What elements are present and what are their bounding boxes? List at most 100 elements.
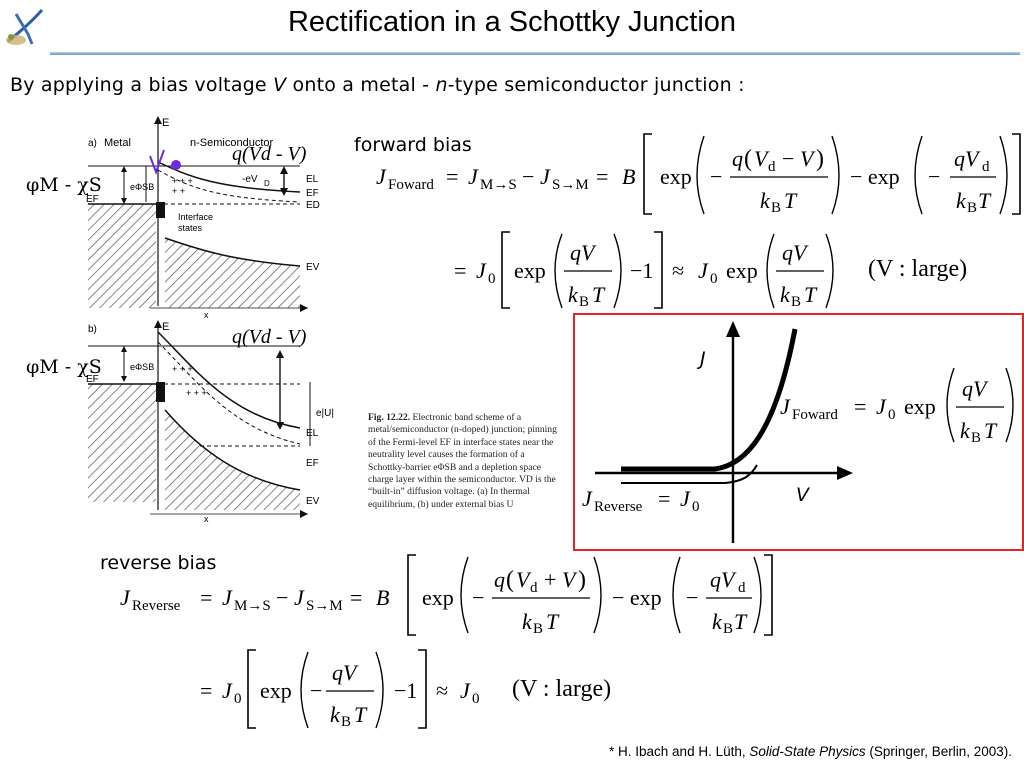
svg-text:+ +: + + xyxy=(172,186,185,196)
svg-text:(: ( xyxy=(506,567,514,593)
svg-text:0: 0 xyxy=(692,499,700,515)
svg-text:V: V xyxy=(516,567,532,592)
svg-text:exp: exp xyxy=(726,258,758,283)
svg-text:Interface: Interface xyxy=(178,212,213,222)
svg-text:E: E xyxy=(162,321,169,333)
svg-text:e|U|: e|U| xyxy=(316,408,334,419)
svg-text:T: T xyxy=(804,282,818,307)
svg-text:exp: exp xyxy=(514,258,546,283)
forward-condition: (V : large) xyxy=(868,256,968,282)
svg-text:k: k xyxy=(568,282,579,307)
svg-text:S→M: S→M xyxy=(306,598,343,614)
svg-text:eΦSB: eΦSB xyxy=(130,182,154,192)
svg-text:Reverse: Reverse xyxy=(594,499,643,515)
svg-text:−: − xyxy=(472,585,484,610)
svg-text:EV: EV xyxy=(306,496,320,507)
svg-text:−1: −1 xyxy=(630,258,653,283)
svg-text:EF: EF xyxy=(86,374,99,385)
svg-text:0: 0 xyxy=(472,691,480,707)
svg-text:J: J xyxy=(222,678,233,703)
reverse-bias-label: reverse bias xyxy=(100,552,217,574)
panel-b-phi-label: φM - χS xyxy=(26,356,102,378)
svg-text:0: 0 xyxy=(710,271,718,287)
panel-a-semi: n-Semiconductor xyxy=(190,137,273,149)
svg-text:x: x xyxy=(204,514,209,524)
svg-text:E: E xyxy=(162,117,169,129)
svg-text:J: J xyxy=(476,258,487,283)
svg-text:eΦSB: eΦSB xyxy=(130,362,154,372)
svg-text:−1: −1 xyxy=(394,678,417,703)
svg-text:=: = xyxy=(854,394,866,419)
svg-text:T: T xyxy=(984,418,998,443)
reverse-equation-1: J Reverse = J M→S − J S→M = B exp − q ( … xyxy=(116,553,776,642)
svg-text:−: − xyxy=(686,585,698,610)
svg-text:T: T xyxy=(546,609,560,634)
logo xyxy=(2,4,52,50)
svg-text:J: J xyxy=(876,394,887,419)
svg-text:−: − xyxy=(710,164,722,189)
svg-text:J: J xyxy=(582,486,593,511)
svg-text:k: k xyxy=(956,188,967,213)
title-underline xyxy=(50,52,1020,55)
slide-title: Rectification in a Schottky Junction xyxy=(287,6,737,38)
svg-text:x: x xyxy=(204,310,209,320)
svg-text:V: V xyxy=(562,567,578,592)
svg-text:J: J xyxy=(222,585,233,610)
svg-text:d: d xyxy=(738,580,746,596)
svg-text:qV: qV xyxy=(332,660,359,685)
svg-text:−: − xyxy=(928,164,940,189)
svg-text:qV: qV xyxy=(782,240,809,265)
reverse-equation-2: = J 0 exp − qV k B T −1 ≈ J 0 xyxy=(196,648,496,737)
svg-text:=: = xyxy=(200,678,212,703)
svg-text:=: = xyxy=(200,585,212,610)
svg-text:−: − xyxy=(522,164,534,189)
svg-text:-eV: -eV xyxy=(242,174,258,185)
svg-text:T: T xyxy=(978,188,992,213)
forward-equation-1: J Foward = J M→S − J S→M = B exp − q ( V… xyxy=(372,126,1024,223)
svg-text:−: − xyxy=(310,678,322,703)
svg-text:=: = xyxy=(350,585,362,610)
forward-bias-label: forward bias xyxy=(354,134,472,156)
svg-text:T: T xyxy=(734,609,748,634)
svg-text:qV: qV xyxy=(954,146,981,171)
graph-y-label: J xyxy=(700,348,706,370)
svg-text:B: B xyxy=(791,294,801,310)
svg-text:): ) xyxy=(578,567,586,593)
svg-text:d: d xyxy=(982,159,990,175)
svg-text:0: 0 xyxy=(488,271,496,287)
svg-text:EL: EL xyxy=(306,428,319,439)
svg-text:qV: qV xyxy=(570,240,597,265)
svg-text:B: B xyxy=(971,430,981,446)
svg-text:D: D xyxy=(264,179,270,188)
svg-text:J: J xyxy=(120,585,131,610)
reverse-condition: (V : large) xyxy=(512,676,612,702)
panel-b-tag: b) xyxy=(88,324,97,335)
graph-reverse-eq: J Reverse = J 0 xyxy=(580,480,720,525)
figure-caption: Fig. 12.22. Electronic band scheme of a … xyxy=(368,412,557,510)
panel-b-q-label: q(Vd - V) xyxy=(232,326,307,348)
svg-text:B: B xyxy=(533,621,543,637)
svg-text:k: k xyxy=(780,282,791,307)
jv-curve xyxy=(621,328,798,472)
band-diagram-figure: a) Metal n-Semiconductor E x + + + + + -… xyxy=(0,110,368,550)
svg-text:Reverse: Reverse xyxy=(132,598,181,614)
svg-text:=: = xyxy=(454,258,466,283)
svg-text:EF: EF xyxy=(306,188,319,199)
svg-text:q: q xyxy=(494,567,505,592)
svg-text:k: k xyxy=(522,609,533,634)
svg-text:+ + +: + + + xyxy=(186,388,207,398)
svg-text:J: J xyxy=(468,164,479,189)
svg-text:M→S: M→S xyxy=(234,598,271,614)
panel-a-phi-label: φM - χS xyxy=(26,174,102,196)
svg-text:q: q xyxy=(732,146,743,171)
svg-text:qV: qV xyxy=(962,376,989,401)
forward-equation-2: = J 0 exp qV k B T −1 ≈ J 0 exp qV k B T xyxy=(450,228,990,317)
svg-text:EF: EF xyxy=(306,458,319,469)
svg-text:− exp: − exp xyxy=(612,585,662,610)
svg-text:J: J xyxy=(540,164,551,189)
panel-a-q-label: q(Vd - V) xyxy=(232,143,307,165)
intro-text: By applying a bias voltage V onto a meta… xyxy=(10,74,745,96)
svg-text:k: k xyxy=(712,609,723,634)
svg-text:EL: EL xyxy=(306,174,319,185)
svg-text:+ + +: + + + xyxy=(172,176,193,186)
